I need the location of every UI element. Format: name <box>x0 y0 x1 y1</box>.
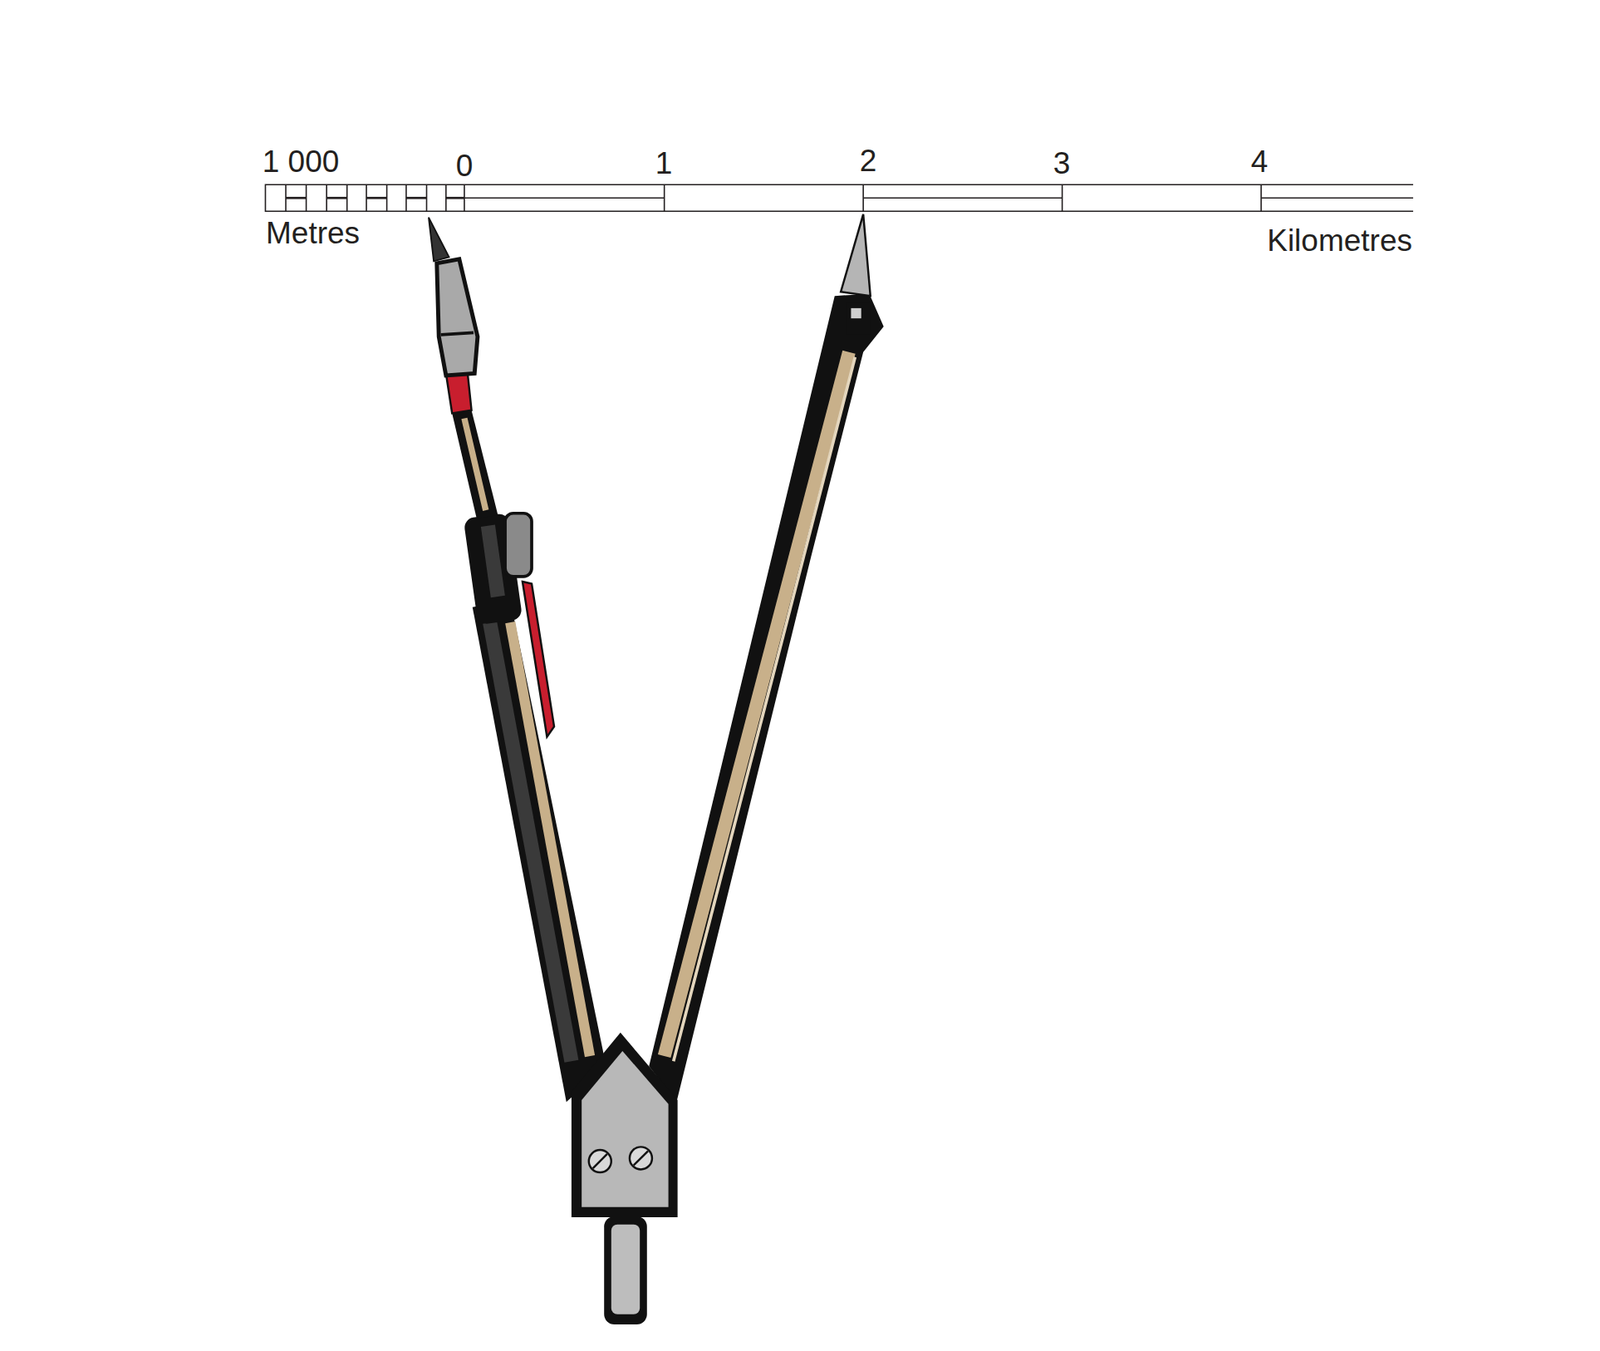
divider-hinge <box>571 1032 678 1325</box>
divider-left-leg <box>428 217 607 1103</box>
divider-right-leg <box>648 214 884 1102</box>
scale-number: 1 000 <box>262 146 340 177</box>
scale-number: 3 <box>1053 147 1071 179</box>
scale-bar <box>265 184 1414 212</box>
scale-number: 2 <box>859 145 878 177</box>
scale-number: 4 <box>1251 146 1269 177</box>
scale-number: 0 <box>456 150 474 182</box>
unit-label: Metres <box>265 217 360 249</box>
scale-number: 1 <box>655 147 673 179</box>
unit-label: Kilometres <box>1266 225 1413 256</box>
